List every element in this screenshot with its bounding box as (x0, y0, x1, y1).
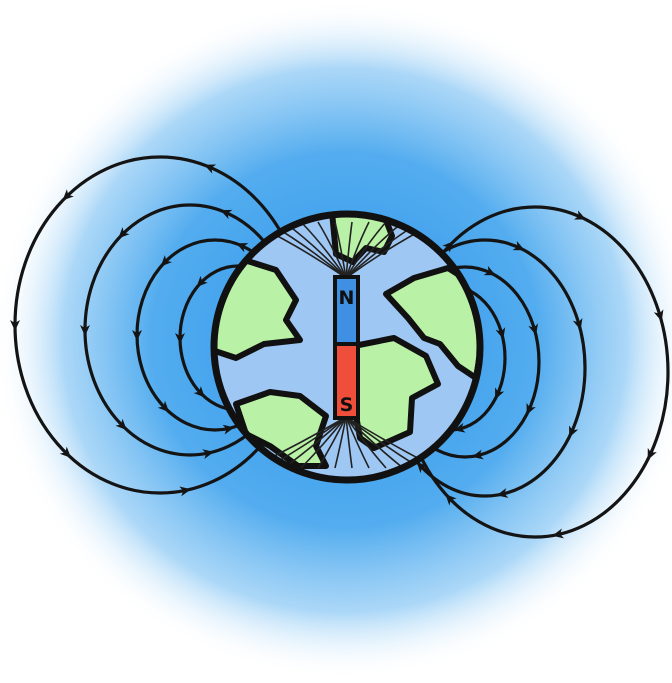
field-arrow-icon (496, 488, 509, 498)
south-pole-label: S (340, 394, 354, 416)
field-arrow-icon (569, 425, 579, 438)
field-arrow-icon (495, 327, 506, 340)
field-arrow-icon (442, 241, 454, 253)
field-arrow-icon (236, 243, 249, 253)
globe-outline (210, 210, 484, 484)
earth-globe: N S (210, 210, 484, 484)
field-arrow-icon (193, 386, 205, 398)
inner-field-line (334, 416, 347, 469)
inner-field-line (300, 221, 347, 279)
field-arrow-icon (445, 494, 457, 506)
north-pole-label: N (339, 287, 355, 309)
field-arrow-icon (572, 318, 583, 330)
field-arrow-icon (132, 330, 142, 341)
inner-field-line (345, 221, 370, 279)
field-arrow-icon (59, 446, 72, 458)
field-arrow-icon (647, 447, 657, 460)
inner-field-line (345, 416, 353, 469)
magnet-south-pole (333, 342, 360, 420)
field-arrow-icon (526, 402, 536, 415)
field-arrow-icon (220, 209, 233, 220)
field-arrow-icon (10, 320, 20, 331)
inner-field-line (317, 221, 347, 279)
field-arrow-icon (653, 309, 664, 322)
inner-field-line (300, 416, 347, 469)
field-arrow-icon (80, 325, 90, 336)
field-arrow-icon (495, 387, 505, 400)
field-arrow-icon (552, 528, 565, 539)
inner-field-line (345, 416, 387, 469)
field-arrow-icon (157, 400, 170, 413)
field-arrow-icon (471, 449, 484, 460)
inner-field-line (345, 416, 404, 469)
field-arrow-icon (160, 255, 172, 267)
inner-field-line (334, 221, 347, 279)
inner-field-line (317, 416, 347, 469)
continent-southwest (233, 389, 329, 469)
field-arrow-icon (416, 461, 428, 474)
inner-field-line (345, 221, 387, 279)
inner-field-line (345, 221, 353, 279)
field-arrow-icon (204, 164, 217, 174)
field-arrow-icon (453, 422, 466, 433)
field-arrow-icon (196, 275, 208, 288)
bar-magnet: N S (333, 275, 360, 420)
field-arrow-icon (483, 266, 496, 276)
field-arrow-icon (512, 241, 525, 251)
continent-center (351, 335, 441, 451)
inner-field-line (345, 416, 370, 469)
field-arrow-icon (202, 449, 215, 460)
field-arrow-icon (222, 424, 235, 435)
field-arrow-icon (528, 323, 538, 336)
field-arrow-icon (573, 210, 586, 220)
field-arrow-icon (179, 486, 192, 497)
field-arrow-icon (175, 333, 185, 344)
field-arrow-icon (62, 189, 74, 201)
